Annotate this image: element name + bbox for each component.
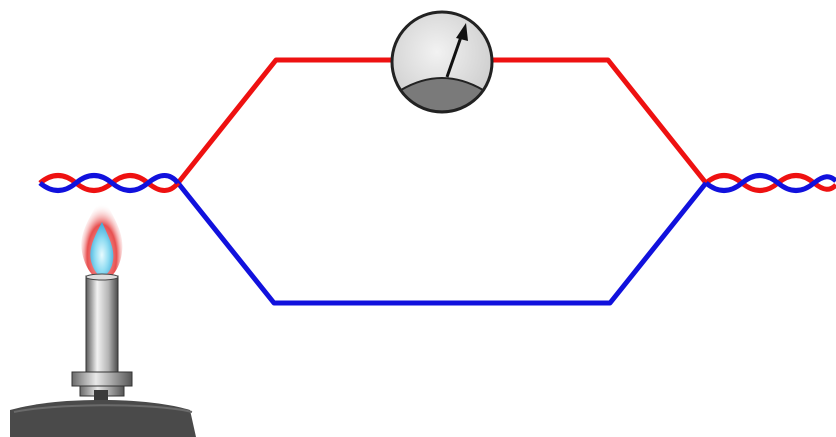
right-junction [704, 173, 836, 193]
top-wire [492, 57, 708, 185]
bottom-wire [176, 181, 708, 306]
galvanometer-icon [390, 10, 494, 114]
left-junction [38, 173, 180, 193]
bunsen-burner-icon [10, 195, 196, 437]
top-wire [176, 57, 392, 185]
flame-inner [90, 222, 114, 277]
